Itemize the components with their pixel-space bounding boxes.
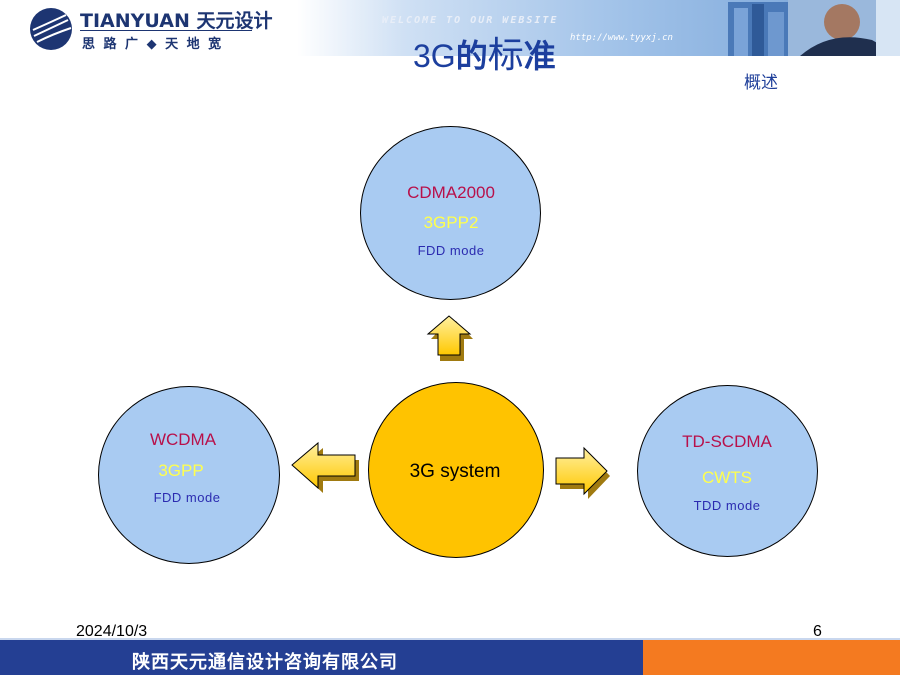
tianyuan-logo-icon (30, 8, 72, 50)
node-top-mode: FDD mode (417, 243, 485, 258)
header-banner (0, 0, 900, 56)
page-number: 6 (813, 623, 822, 640)
logo-divider (80, 30, 252, 31)
footer-date: 2024/10/3 (76, 623, 148, 640)
node-left-standard: WCDMA (149, 430, 217, 449)
arrow-right (555, 446, 610, 499)
footer-accent (643, 640, 900, 675)
logo-slogan: 思 路 广 ◆ 天 地 宽 (82, 37, 224, 52)
footer-bar (0, 640, 643, 675)
node-top-standard: CDMA2000 (407, 183, 495, 202)
node-td-scdma (637, 385, 818, 557)
title-part-zhun: 准 (523, 38, 556, 74)
node-right-standard: TD-SCDMA (682, 432, 772, 451)
slide-title: 3G的标准 (413, 26, 556, 78)
logo-brand: TIANYUAN 天元设计 (80, 10, 273, 32)
node-left-organization: 3GPP (158, 461, 204, 480)
arrow-left (291, 441, 359, 493)
building-photo (728, 0, 900, 56)
title-part-3g: 3G (413, 38, 456, 74)
node-3g-system (368, 382, 544, 558)
node-right-mode: TDD mode (693, 498, 761, 513)
footer-divider (0, 638, 900, 640)
company-name: 陕西天元通信设计咨询有限公司 (132, 652, 398, 673)
banner-welcome-text: WELCOME TO OUR WEBSITE (382, 15, 559, 26)
title-part-de: 的 (455, 38, 488, 74)
node-right-organization: CWTS (701, 468, 753, 487)
node-wcdma (98, 386, 280, 564)
node-left-mode: FDD mode (153, 490, 221, 505)
node-cdma2000 (360, 126, 541, 300)
arrow-up (426, 315, 473, 361)
center-label: 3G system (409, 461, 501, 482)
section-label: 概述 (744, 73, 778, 92)
title-part-biao: 标 (487, 34, 524, 75)
node-top-organization: 3GPP2 (423, 213, 479, 232)
banner-url: http://www.tyyxj.cn (570, 33, 673, 43)
